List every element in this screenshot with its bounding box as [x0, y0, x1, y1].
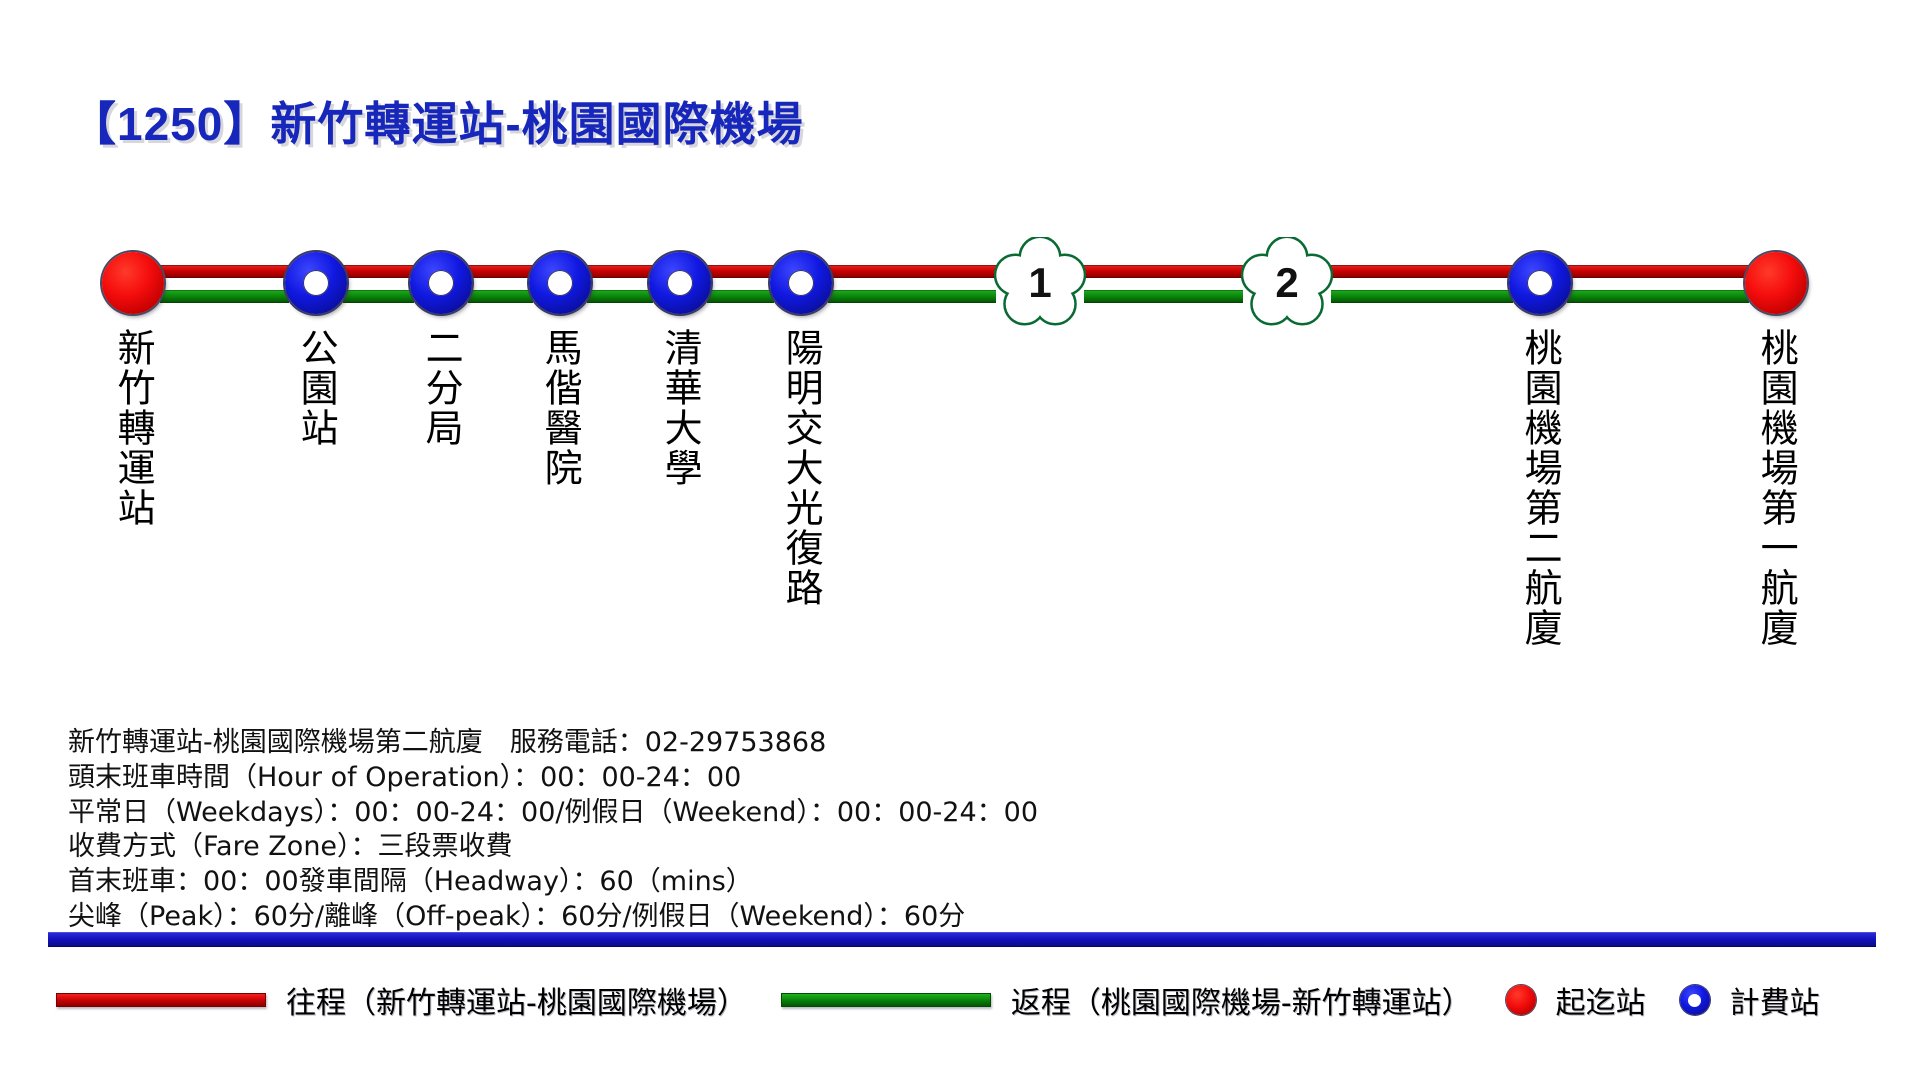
return-line-segment [1567, 290, 1749, 303]
section-divider [48, 932, 1876, 947]
fare-stop-marker[interactable] [649, 252, 711, 314]
info-line: 尖峰（Peak）：60分/離峰（Off-peak）：60分/例假日（Weeken… [68, 901, 966, 933]
freeway-marker[interactable]: 1 [994, 237, 1086, 329]
fare-stop-marker[interactable] [529, 252, 591, 314]
info-line: 頭末班車時間（Hour of Operation）：00：00-24：00 [68, 761, 742, 793]
stop-label: 公園站 [294, 328, 339, 448]
legend-item-terminus: 起迄站 [1505, 978, 1646, 1022]
info-line: 首末班車：00：00發車間隔（Headway）：60（mins） [68, 866, 753, 898]
legend-item-fare: 計費站 [1679, 978, 1820, 1022]
outbound-line-segment [468, 265, 533, 278]
freeway-number: 1 [1028, 259, 1052, 306]
fare-stop-marker[interactable] [1509, 252, 1571, 314]
return-line-segment [587, 290, 653, 303]
stop-label: 陽明交大光復路 [779, 328, 824, 608]
fare-stop-marker[interactable] [410, 252, 472, 314]
outbound-line-segment [343, 265, 414, 278]
legend-return-label: 返程（桃園國際機場-新竹轉運站） [1010, 986, 1472, 1021]
return-line-segment [1331, 290, 1513, 303]
return-line-segment [707, 290, 774, 303]
fare-stop-marker[interactable] [285, 252, 347, 314]
outbound-line-segment [1084, 265, 1243, 278]
return-line-segment [343, 290, 414, 303]
outbound-line-segment [160, 265, 289, 278]
stop-label: 新竹轉運站 [111, 328, 156, 528]
return-line-segment [160, 290, 289, 303]
terminus-stop-marker[interactable] [102, 252, 164, 314]
stop-label: 二分局 [419, 328, 464, 448]
info-line: 收費方式（Fare Zone）：三段票收費 [68, 831, 513, 863]
outbound-line-segment [1331, 265, 1513, 278]
stop-label: 馬偕醫院 [538, 328, 583, 488]
fare-stop-marker[interactable] [770, 252, 832, 314]
outbound-line-segment [828, 265, 996, 278]
stop-label: 桃園機場第一航廈 [1754, 328, 1799, 648]
return-line-segment [828, 290, 996, 303]
legend-item-outbound: 往程（新竹轉運站-桃園國際機場） [56, 978, 747, 1022]
freeway-number: 2 [1275, 259, 1299, 306]
fare-stop-icon [1679, 985, 1710, 1015]
legend-fare-label: 計費站 [1729, 986, 1820, 1021]
outbound-line-segment [1567, 265, 1749, 278]
page-title: 【1250】新竹轉運站-桃園國際機場 [70, 98, 804, 150]
terminus-stop-marker[interactable] [1745, 252, 1807, 314]
legend: 往程（新竹轉運站-桃園國際機場） 返程（桃園國際機場-新竹轉運站） 起迄站 計費… [0, 978, 1920, 1022]
info-line: 新竹轉運站-桃園國際機場第二航廈 服務電話：02-29753868 [68, 727, 827, 758]
return-line-segment [1084, 290, 1243, 303]
freeway-marker[interactable]: 2 [1241, 237, 1333, 329]
stop-label: 桃園機場第二航廈 [1518, 328, 1563, 648]
legend-outbound-label: 往程（新竹轉運站-桃園國際機場） [286, 986, 747, 1021]
return-line-swatch [780, 993, 991, 1007]
legend-item-return: 返程（桃園國際機場-新竹轉運站） [780, 978, 1472, 1022]
stop-label: 清華大學 [658, 328, 703, 488]
info-line: 平常日（Weekdays）：00：00-24：00/例假日（Weekend）：0… [68, 796, 1039, 828]
outbound-line-segment [587, 265, 653, 278]
outbound-line-swatch [56, 993, 266, 1007]
return-line-segment [468, 290, 533, 303]
outbound-line-segment [707, 265, 774, 278]
terminus-stop-icon [1505, 985, 1536, 1015]
legend-terminus-label: 起迄站 [1555, 986, 1646, 1021]
